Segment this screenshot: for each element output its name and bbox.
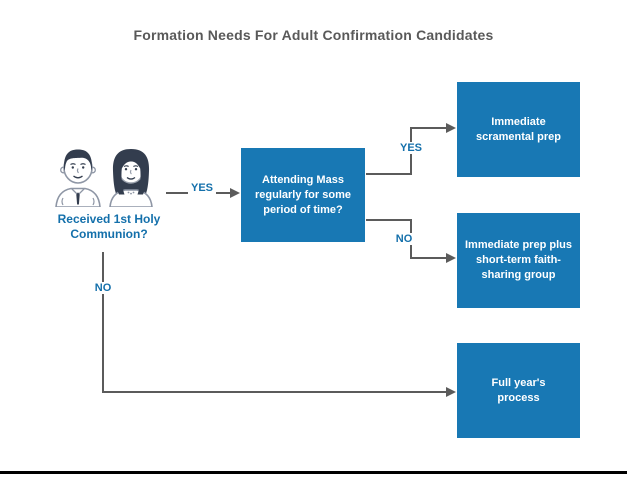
outcome-node-immediate-sacramental-prep: Immediate scramental prep [457,82,580,177]
outcome-node-text: Immediate prep plus short-term faith-sha… [465,239,572,281]
edge-label-yes-start-decision: YES [187,182,217,194]
outcome-node-text: Immediate scramental prep [476,115,561,143]
outcome-node-immediate-prep-plus-group: Immediate prep plus short-term faith-sha… [457,213,580,308]
outcome-node-full-years-process: Full year's process [457,343,580,438]
start-candidates-figure [50,145,159,207]
edge-label-no-decision-outcome2: NO [392,233,416,245]
man-avatar-icon [55,149,101,207]
woman-avatar-icon [109,149,153,207]
decision-node-text: Attending Mass regularly for some period… [255,173,351,216]
outcome-node-text: Full year's process [491,376,546,404]
bottom-border [0,471,627,474]
edge-label-no-start-outcome3: NO [91,282,115,294]
page-title: Formation Needs For Adult Confirmation C… [133,27,494,43]
edge-label-yes-decision-outcome1: YES [396,142,426,154]
decision-node-attending-mass: Attending Mass regularly for some period… [241,148,365,242]
start-question-label: Received 1st Holy Communion? [57,212,161,241]
